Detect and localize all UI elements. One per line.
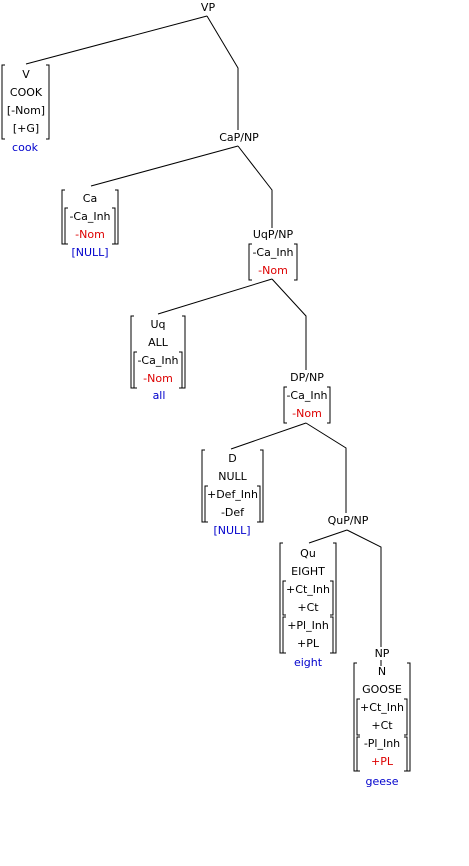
edge-vp-cap [206, 15, 239, 130]
qu-word: eight [293, 656, 323, 669]
dp-node-label: DP/NP [290, 371, 324, 384]
n-feature-ct-inh: +Ct_Inh [360, 701, 404, 714]
uq-lexeme: ALL [148, 336, 168, 349]
edge-qup-qu [308, 529, 348, 544]
ca-feature-nom: -Nom [75, 228, 105, 241]
v-category: V [22, 68, 30, 81]
ca-category: Ca [82, 192, 98, 205]
qu-category: Qu [300, 547, 316, 560]
d-feature-def: -Def [220, 506, 245, 519]
n-feature-pl-inh: -Pl_Inh [363, 737, 401, 750]
v-feature-nom: [-Nom] [6, 104, 46, 117]
edge-dp-d [230, 422, 307, 450]
uq-feature-nom: -Nom [143, 372, 173, 385]
np-node-label: NP [374, 647, 390, 660]
uq-feature-ca-inh: -Ca_Inh [137, 354, 179, 367]
n-feature-ct: +Ct [371, 719, 393, 732]
qu-feature-ct: +Ct [297, 601, 319, 614]
v-lexeme: COOK [9, 86, 43, 99]
d-word: [NULL] [213, 524, 251, 537]
v-word: cook [12, 141, 38, 154]
n-feature-pl: +PL [371, 755, 393, 768]
uqp-feature-nom: -Nom [258, 264, 288, 277]
edge-dp-qup [305, 422, 347, 513]
ca-feature-ca-inh: -Ca_Inh [69, 210, 111, 223]
qu-lexeme: EIGHT [291, 565, 325, 578]
uqp-node-label: UqP/NP [252, 228, 294, 241]
edge-qup-np [346, 529, 382, 647]
edge-uqp-dp [271, 278, 307, 370]
n-word: geese [365, 775, 399, 788]
qu-feature-pl: +PL [297, 637, 319, 650]
d-lexeme: NULL [218, 470, 247, 483]
edge-vp-v [25, 15, 208, 65]
v-feature-g: [+G] [12, 122, 40, 135]
qu-feature-ct-inh: +Ct_Inh [286, 583, 330, 596]
n-lexeme: GOOSE [362, 683, 402, 696]
edge-cap-uqp [237, 145, 273, 228]
dp-feature-nom: -Nom [292, 407, 322, 420]
edge-cap-ca [90, 145, 239, 187]
dp-feature-ca-inh: -Ca_Inh [286, 389, 328, 402]
qup-node-label: QuP/NP [327, 514, 369, 527]
cap-node-label: CaP/NP [219, 131, 259, 144]
ca-word: [NULL] [71, 246, 109, 259]
edge-uqp-uq [157, 278, 273, 315]
qu-feature-pl-inh: +Pl_Inh [287, 619, 329, 632]
vp-node-label: VP [200, 1, 216, 14]
uq-category: Uq [150, 318, 166, 331]
d-feature-def-inh: +Def_Inh [206, 488, 258, 501]
uq-word: all [152, 389, 166, 402]
uqp-feature-ca-inh: -Ca_Inh [252, 246, 294, 259]
d-category: D [228, 452, 237, 465]
n-category: N [377, 665, 387, 678]
